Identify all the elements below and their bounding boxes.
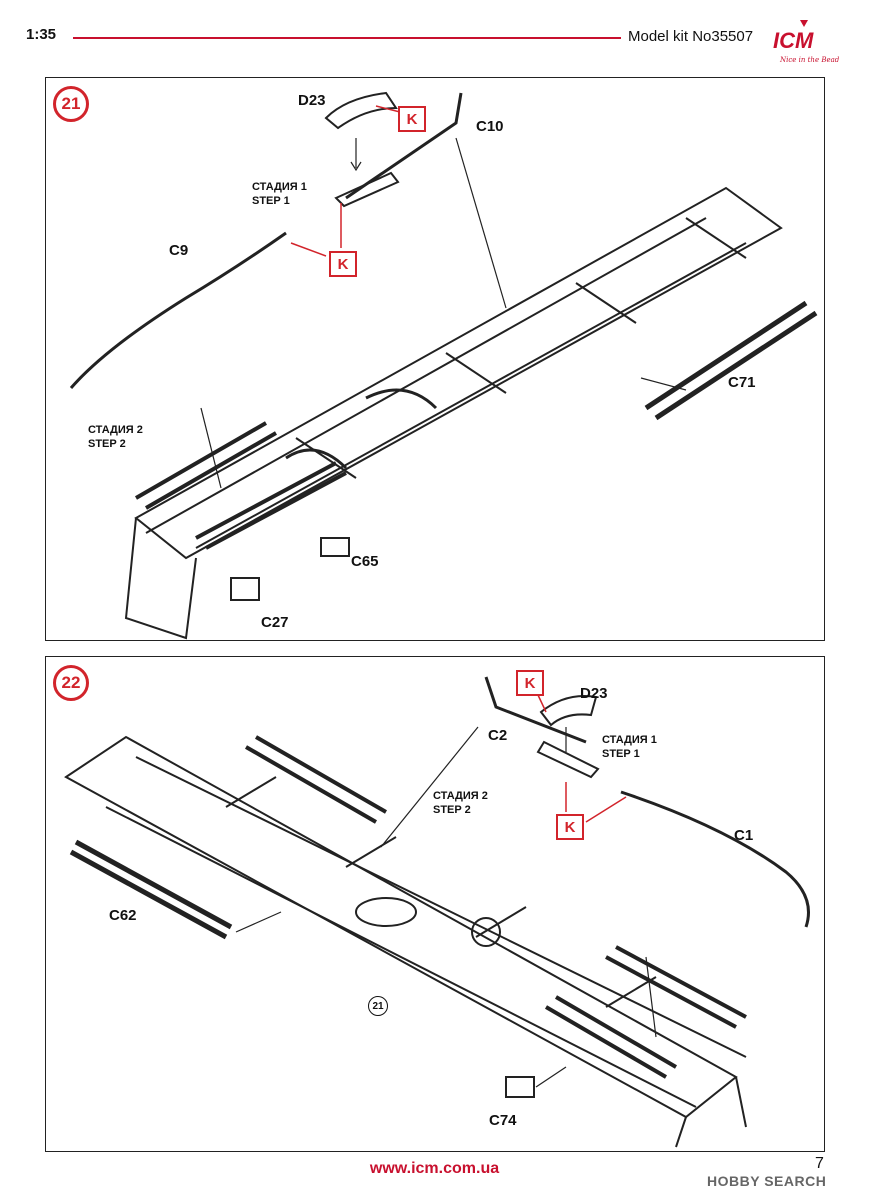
k-marker-1: K xyxy=(398,106,426,132)
label-c62: C62 xyxy=(109,907,137,924)
label-c10: C10 xyxy=(476,118,504,135)
label-d23: D23 xyxy=(298,92,326,109)
label-c74: C74 xyxy=(489,1112,517,1129)
icm-logo: ICM Nice in the Bead xyxy=(770,18,840,66)
kit-number: Model kit No35507 xyxy=(628,28,754,45)
k-marker-2: K xyxy=(556,814,584,840)
website-link[interactable]: www.icm.com.ua xyxy=(369,1160,500,1177)
k-marker-1: K xyxy=(516,670,544,696)
label-c2: C2 xyxy=(488,727,508,744)
k-marker-2: K xyxy=(329,251,357,277)
svg-text:ICM: ICM xyxy=(773,28,814,53)
label-c65: C65 xyxy=(351,553,379,570)
watermark: HOBBY SEARCH xyxy=(707,1173,827,1189)
label-c71: C71 xyxy=(728,374,756,391)
svg-text:Nice in the Bead: Nice in the Bead xyxy=(779,56,840,64)
page-number: 7 xyxy=(815,1155,824,1172)
chassis-drawing-21 xyxy=(69,91,818,640)
step-ref-21: 21 xyxy=(368,996,388,1016)
label-c1: C1 xyxy=(734,827,754,844)
step-21-badge: 21 xyxy=(53,86,89,122)
scale-label: 1:35 xyxy=(26,26,57,43)
step-22-badge: 22 xyxy=(53,665,89,701)
header-rule xyxy=(73,37,621,39)
label-c9: C9 xyxy=(169,242,189,259)
chassis-drawing-22 xyxy=(64,676,810,1148)
label-d23: D23 xyxy=(580,685,608,702)
label-c27: C27 xyxy=(261,614,289,631)
